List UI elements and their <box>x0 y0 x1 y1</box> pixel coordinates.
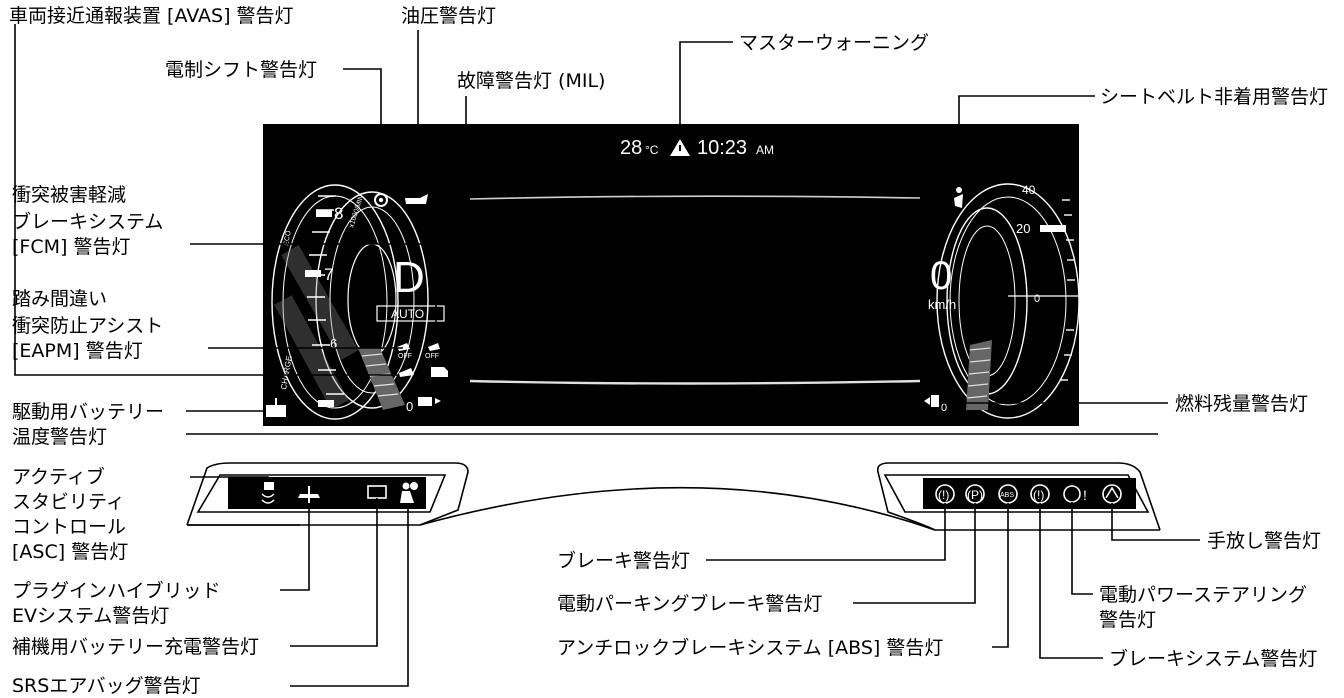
label-fcm-line2: ブレーキシステム <box>12 210 163 233</box>
label-master-warning: マスターウォーニング <box>739 32 929 54</box>
label-asc-line4: [ASC] 警告灯 <box>12 541 128 563</box>
label-mil: 故障警告灯 (MIL) <box>457 70 605 92</box>
svg-text:OFF: OFF <box>425 353 439 360</box>
srs-airbag-icon <box>400 482 418 503</box>
label-power-steering-line2: 警告灯 <box>1099 609 1156 631</box>
label-fcm-line1: 衝突被害軽減 <box>12 184 126 206</box>
battery-gauge-icon <box>418 397 441 406</box>
avas-icon <box>399 368 414 377</box>
speedo-tick-20: 20 <box>1016 221 1030 236</box>
label-eapm-line3: [EAPM] 警告灯 <box>12 340 143 362</box>
speed-value: 0 <box>930 254 952 298</box>
label-brake-warning: ブレーキ警告灯 <box>557 549 690 572</box>
labels-right: マスターウォーニング シートベルト非着用警告灯 燃料残量警告灯 手放し警告灯 ブ… <box>557 32 1328 670</box>
label-drive-battery-line2: 温度警告灯 <box>12 426 107 448</box>
fuel-level-icon <box>924 395 939 407</box>
label-drive-battery-line1: 駆動用バッテリー <box>12 401 164 423</box>
tacho-tick-0: 0 <box>406 399 413 414</box>
label-brake-system: ブレーキシステム警告灯 <box>1109 647 1317 670</box>
label-asc-line2: スタビリティ <box>12 491 125 513</box>
seatbelt-icon <box>954 187 963 208</box>
tacho-tick-6: 6 <box>330 336 337 351</box>
svg-text:ABS: ABS <box>1000 492 1014 499</box>
master-warning-icon <box>670 139 690 156</box>
label-phev-line2: EVシステム警告灯 <box>12 605 169 627</box>
label-phev-line1: プラグインハイブリッド <box>12 579 221 602</box>
label-hands-off: 手放し警告灯 <box>1207 530 1321 552</box>
ambient-temperature: 28 <box>620 137 642 159</box>
label-asc-line1: アクティブ <box>12 465 105 488</box>
label-eapm-line1: 踏み間違い <box>12 288 107 310</box>
speedo-tick-40: 40 <box>1022 183 1036 197</box>
label-parking-brake: 電動パーキングブレーキ警告灯 <box>557 592 822 615</box>
label-avas: 車両接近通報装置 [AVAS] 警告灯 <box>9 5 294 27</box>
label-electric-shift: 電制シフト警告灯 <box>165 59 317 81</box>
left-warning-strip <box>228 477 426 509</box>
fuel-zero: 0 <box>941 402 947 414</box>
label-eapm-line2: 衝突防止アシスト <box>12 315 163 337</box>
mil-engine-icon <box>431 367 448 377</box>
oil-pressure-icon <box>405 194 428 204</box>
tacho-tick-7: 7 <box>324 265 333 284</box>
phev-system-icon <box>298 486 320 503</box>
label-fcm-line3: [FCM] 警告灯 <box>12 236 130 258</box>
label-asc-line3: コントロール <box>12 516 126 538</box>
instrument-display: 8 7 6 0 x1000/MIN ECO CHARGE D AUTO OFF … <box>263 124 1080 426</box>
right-warning-strip <box>923 478 1136 509</box>
drive-battery-temp-icon <box>266 398 286 417</box>
label-seatbelt: シートベルト非着用警告灯 <box>1100 86 1328 108</box>
svg-text:(P): (P) <box>967 488 983 502</box>
label-abs: アンチロックブレーキシステム [ABS] 警告灯 <box>557 636 943 659</box>
parking-brake-icon: (P) <box>965 484 985 504</box>
asc-icon <box>261 482 275 504</box>
tacho-tick-8: 8 <box>334 204 343 223</box>
gear-indicator: D <box>393 253 425 302</box>
drive-mode: AUTO <box>391 307 424 321</box>
svg-text:(!): (!) <box>938 488 949 502</box>
clock-time: 10:23 <box>697 137 747 159</box>
tacho-side-eco: ECO <box>283 230 293 247</box>
speedometer: 40 20 0 0 <box>936 183 1080 419</box>
label-fuel: 燃料残量警告灯 <box>1175 393 1308 415</box>
label-aux-battery: 補機用バッテリー充電警告灯 <box>12 636 259 658</box>
shift-warning-icon <box>374 193 388 207</box>
label-oil-pressure: 油圧警告灯 <box>401 5 496 27</box>
label-power-steering-line1: 電動パワーステアリング <box>1099 584 1307 606</box>
mode-box <box>376 305 445 322</box>
lower-dash: (!) (P) ABS (!) ! <box>186 462 1161 531</box>
svg-text:(!): (!) <box>1033 488 1044 502</box>
svg-text:OFF: OFF <box>398 353 412 360</box>
speedo-tick-0: 0 <box>1034 293 1040 305</box>
speed-unit: km/h <box>928 297 956 312</box>
fcm-off-icon: OFF <box>425 343 440 360</box>
temperature-unit: °C <box>645 143 659 157</box>
clock-ampm: AM <box>756 143 774 157</box>
leader-lines <box>14 24 1200 687</box>
labels-left: 車両接近通報装置 [AVAS] 警告灯 電制シフト警告灯 油圧警告灯 故障警告灯… <box>9 5 605 697</box>
label-srs-airbag: SRSエアバッグ警告灯 <box>12 675 201 697</box>
svg-text:!: ! <box>1083 487 1087 503</box>
eapm-off-icon: OFF <box>397 343 412 360</box>
